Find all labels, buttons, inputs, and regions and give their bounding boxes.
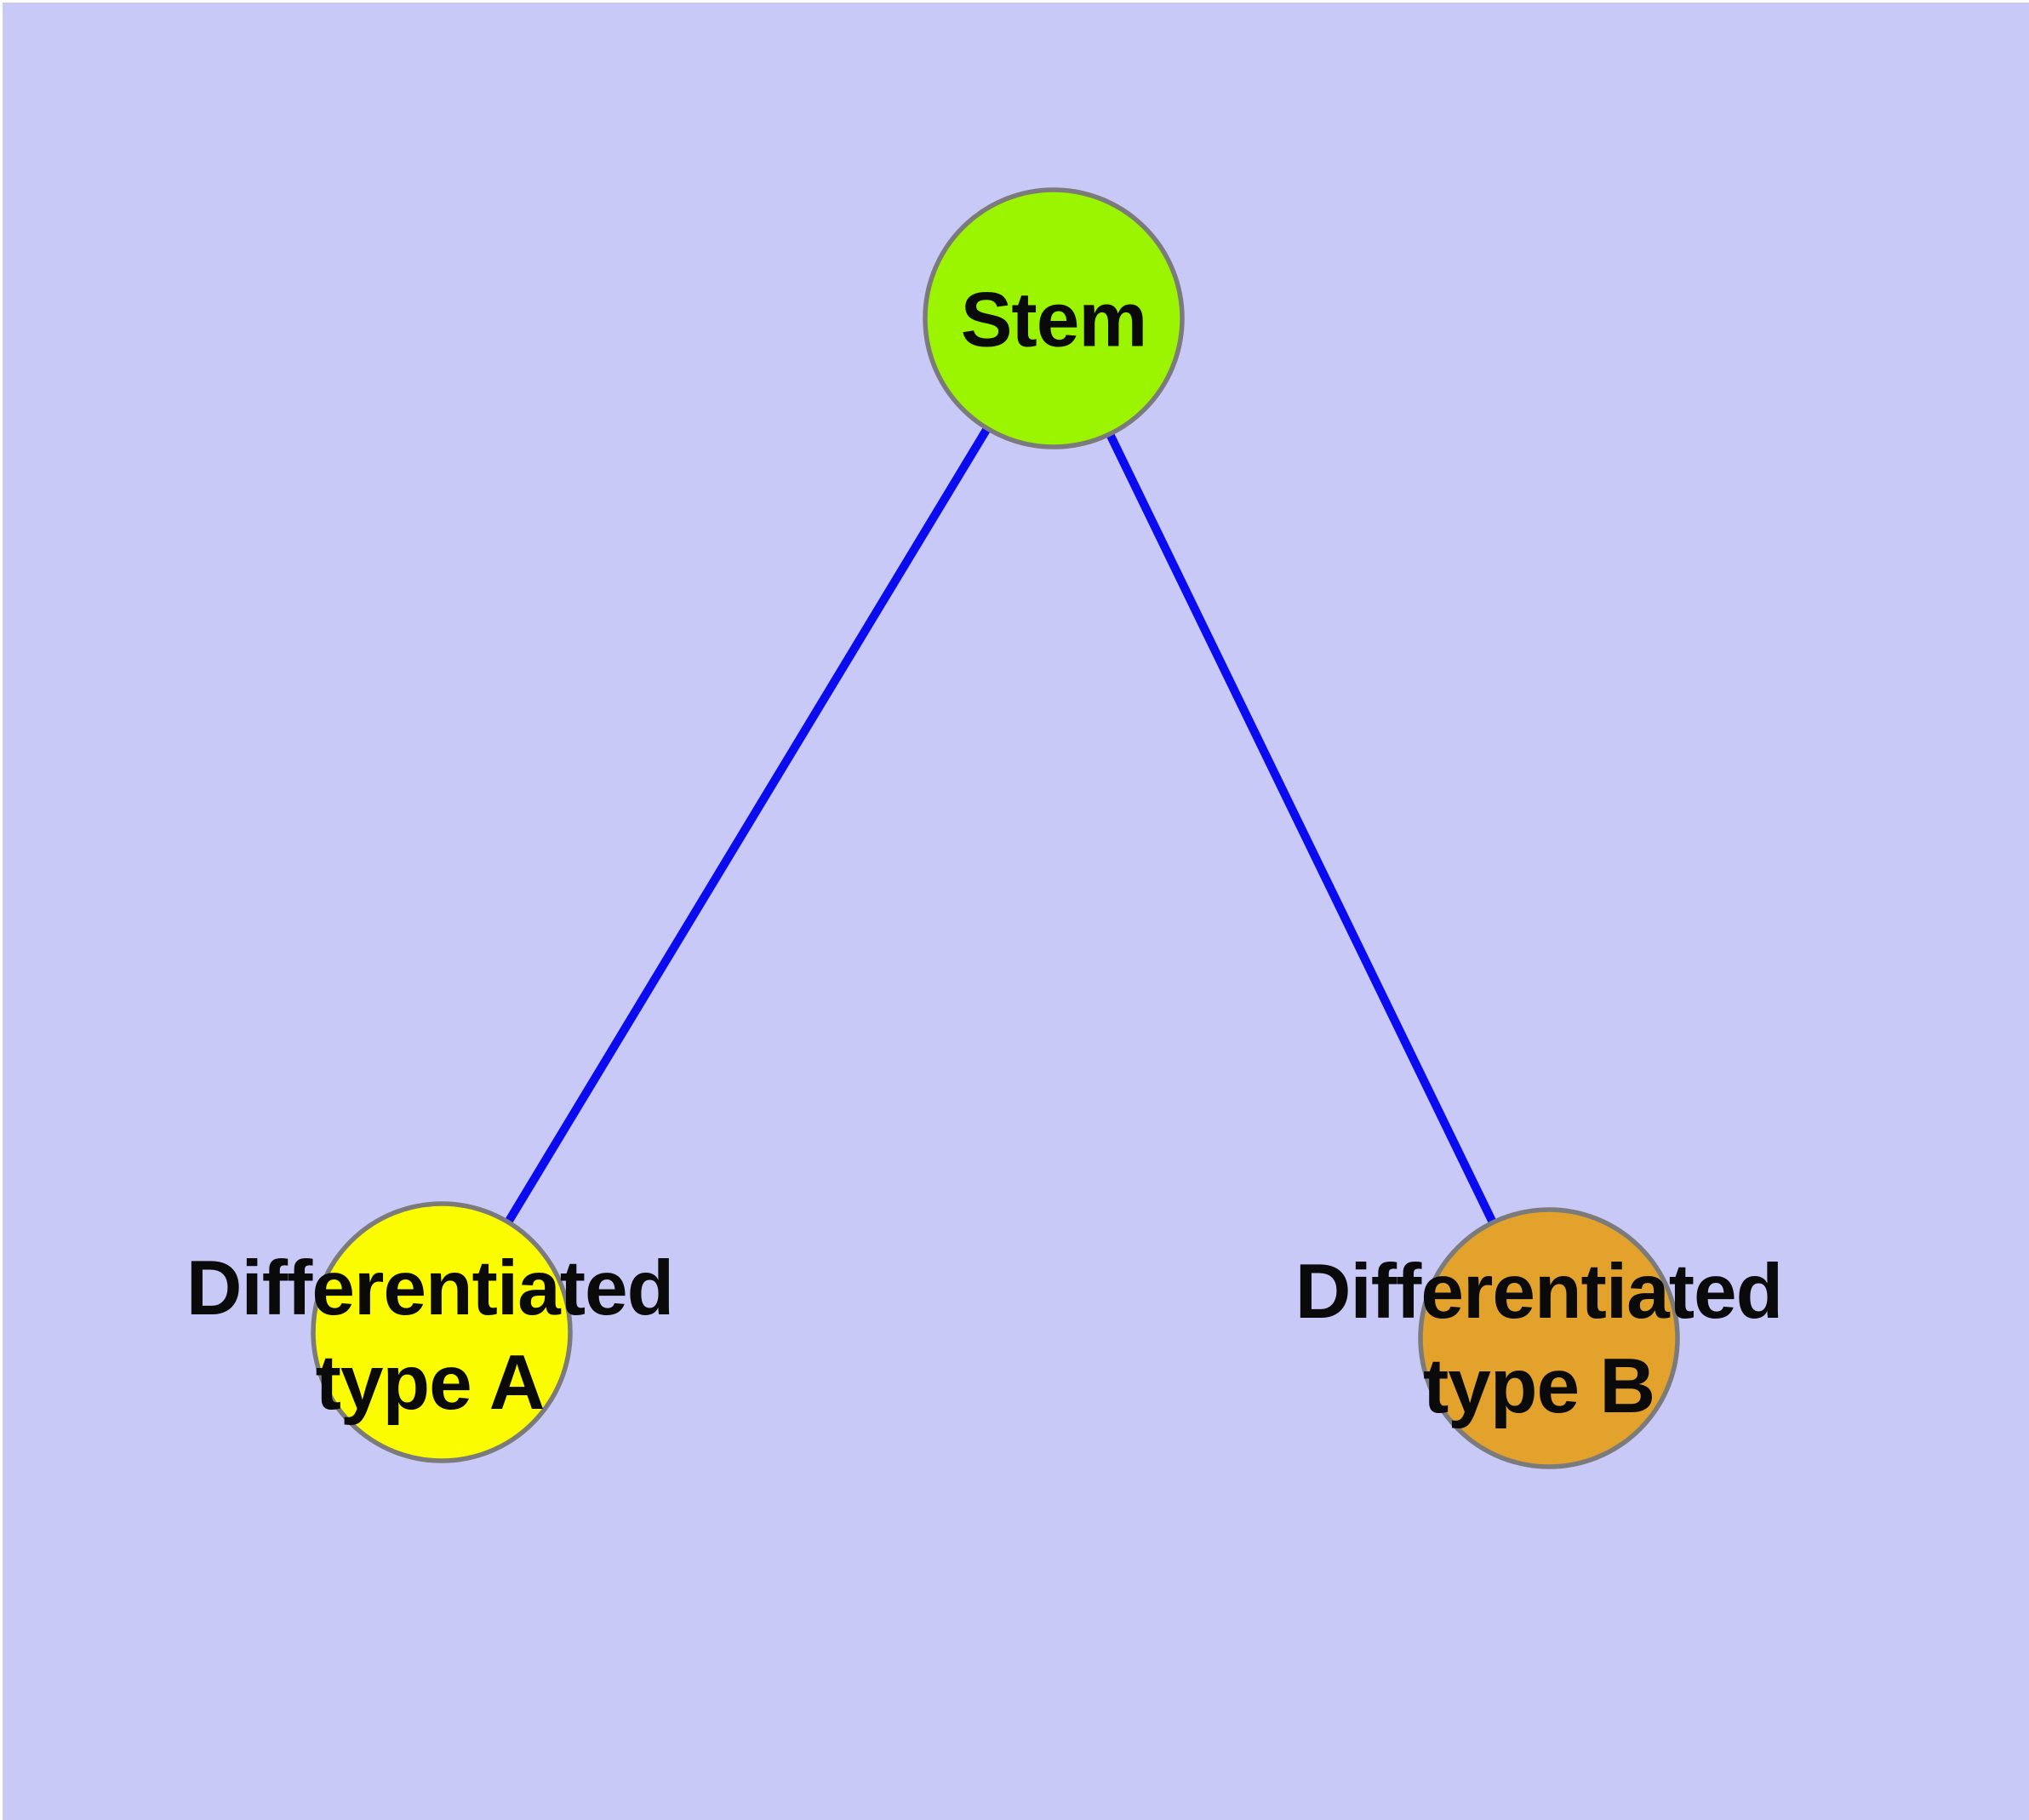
type-b-node [1418, 1207, 1680, 1469]
type-a-label-line2: type A [315, 1340, 546, 1426]
stem-node [923, 187, 1185, 449]
type-b-node-label: Differentiated type B [1295, 1245, 1784, 1434]
type-a-node-label: Differentiated type A [186, 1241, 675, 1430]
type-a-node [311, 1201, 573, 1463]
edge-stem-to-type-b [1049, 316, 1553, 1341]
type-b-label-line2: type B [1422, 1343, 1655, 1429]
edge-stem-to-type-a [437, 316, 1058, 1335]
type-a-label-line1: Differentiated [186, 1245, 675, 1331]
graph-svg [311, 187, 1680, 1469]
stem-node-label: Stem [960, 277, 1148, 363]
type-b-label-line1: Differentiated [1295, 1249, 1784, 1335]
diagram-canvas: Stem Differentiated type A Differentiate… [3, 3, 2029, 1820]
